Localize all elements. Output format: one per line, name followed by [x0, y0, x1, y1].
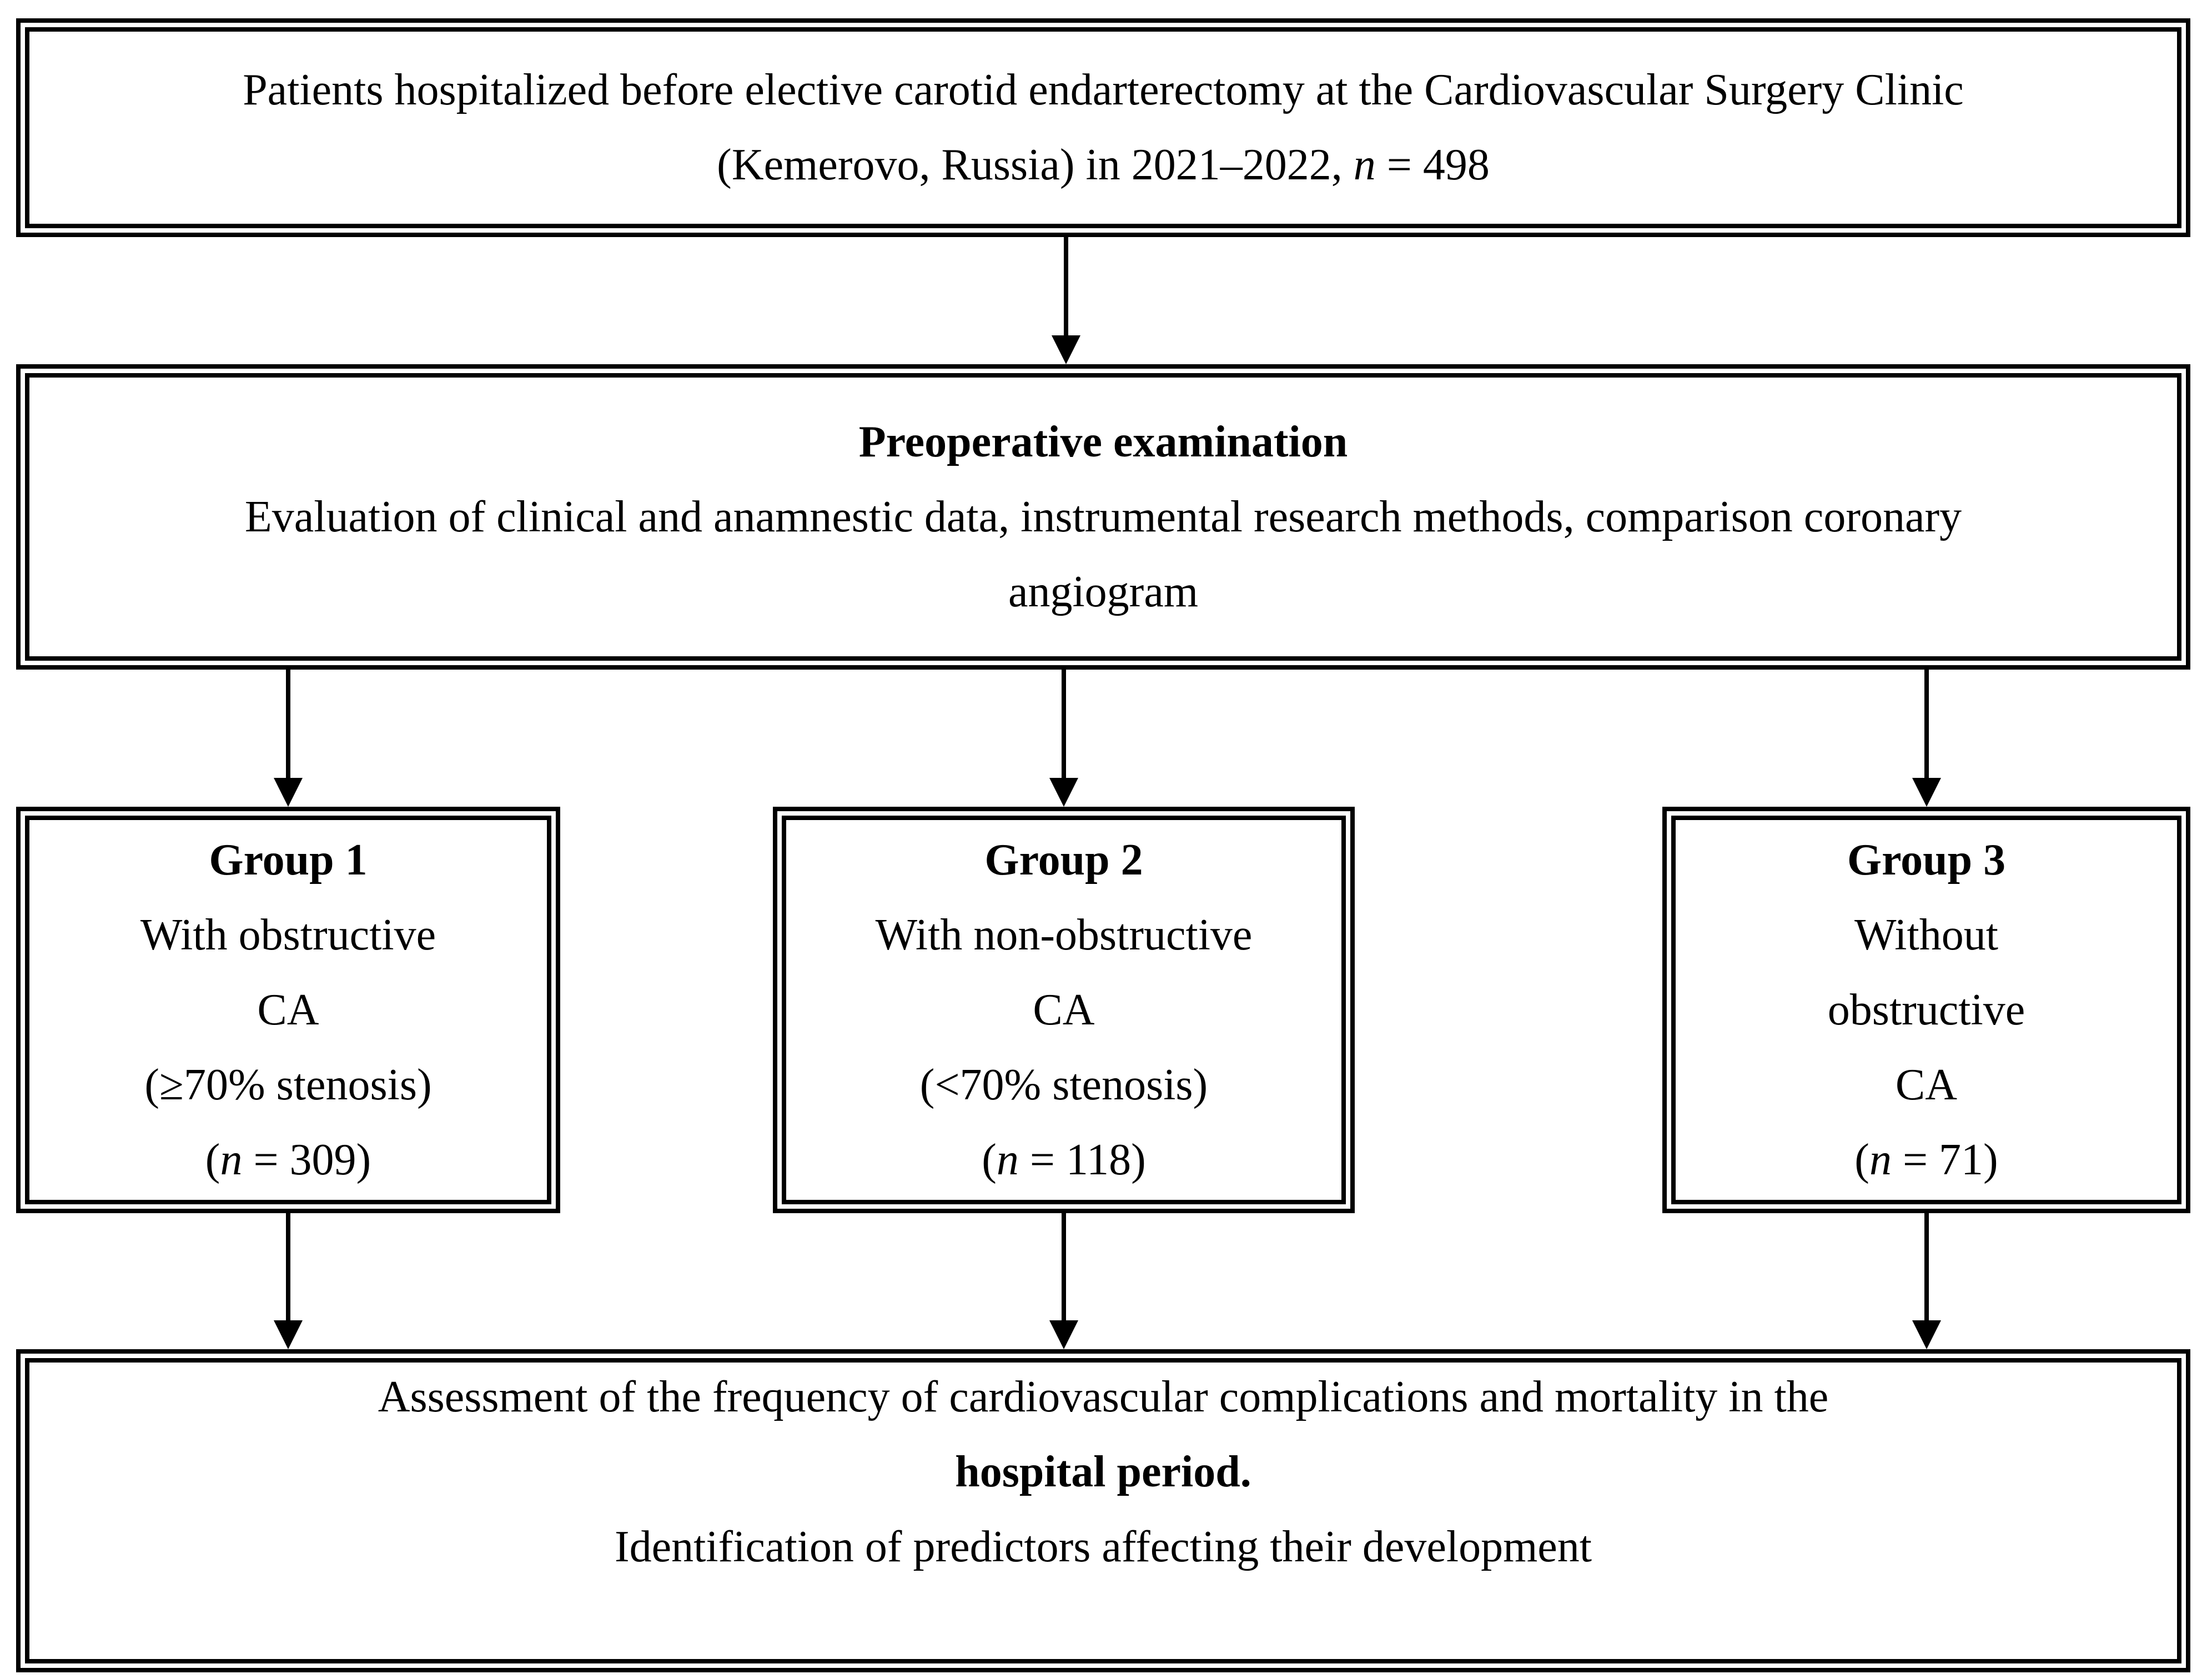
exam-body-line-1: Evaluation of clinical and anamnestic da… [244, 492, 1962, 541]
exam-body-line-2: angiogram [1008, 567, 1199, 616]
arrow-shaft [286, 670, 290, 779]
arrow-down [1049, 1213, 1078, 1349]
patients-n-value: = 498 [1375, 140, 1490, 189]
box-group-1: Group 1 With obstructive CA (≥70% stenos… [16, 807, 560, 1213]
arrow-head-icon [1049, 1320, 1078, 1349]
patients-line-2-text: (Kemerovo, Russia) in 2021–2022, [717, 140, 1354, 189]
group-2-line: (<70% stenosis) [919, 1060, 1208, 1109]
group-1-title: Group 1 [209, 835, 368, 884]
box-group-2: Group 2 With non-obstructive CA (<70% st… [773, 807, 1355, 1213]
box-assessment-content: Assessment of the frequency of cardiovas… [25, 1358, 2181, 1663]
group-3-n-value: = 71) [1891, 1135, 1998, 1184]
arrow-shaft [1064, 237, 1068, 336]
group-2-title: Group 2 [984, 835, 1143, 884]
assessment-line-3: Identification of predictors affecting t… [614, 1522, 1592, 1571]
group-1-line: (≥70% stenosis) [144, 1060, 432, 1109]
box-group-3: Group 3 Without obstructive CA (n = 71) [1662, 807, 2190, 1213]
arrow-head-icon [1049, 778, 1078, 807]
group-1-n-value: = 309) [242, 1135, 371, 1184]
arrow-head-icon [1912, 1320, 1941, 1349]
arrow-head-icon [1052, 335, 1080, 364]
box-group-1-content: Group 1 With obstructive CA (≥70% stenos… [25, 816, 551, 1204]
arrow-head-icon [274, 778, 303, 807]
arrow-down [274, 670, 303, 807]
group-1-line: CA [257, 985, 319, 1034]
group-3-title: Group 3 [1847, 835, 2006, 884]
arrow-shaft [1062, 670, 1066, 779]
n-symbol: n [996, 1135, 1019, 1184]
patients-line-1: Patients hospitalized before elective ca… [243, 66, 1964, 114]
arrow-shaft [1924, 670, 1929, 779]
arrow-shaft [286, 1213, 290, 1321]
patients-line-2: (Kemerovo, Russia) in 2021–2022, n = 498 [46, 128, 2160, 203]
group-1-line: With obstructive [140, 910, 436, 959]
exam-title: Preoperative examination [858, 417, 1348, 466]
group-3-line: CA [1895, 1060, 1958, 1109]
box-assessment: Assessment of the frequency of cardiovas… [16, 1349, 2190, 1672]
box-group-3-content: Group 3 Without obstructive CA (n = 71) [1671, 816, 2181, 1204]
arrow-down [1912, 1213, 1941, 1349]
n-symbol: n [220, 1135, 243, 1184]
assessment-line-2: hospital period. [955, 1447, 1251, 1496]
group-3-line: obstructive [1827, 985, 2025, 1034]
arrow-shaft [1924, 1213, 1929, 1321]
assessment-line-1: Assessment of the frequency of cardiovas… [378, 1372, 1829, 1421]
group-2-n-open: ( [982, 1135, 997, 1184]
arrow-down [1912, 670, 1941, 807]
n-symbol: n [1869, 1135, 1892, 1184]
group-3-n-line: (n = 71) [1692, 1123, 2160, 1198]
group-2-line: With non-obstructive [875, 910, 1253, 959]
group-2-line: CA [1033, 985, 1095, 1034]
group-2-n-value: = 118) [1018, 1135, 1146, 1184]
box-preoperative-examination: Preoperative examination Evaluation of c… [16, 364, 2190, 670]
arrow-head-icon [274, 1320, 303, 1349]
arrow-shaft [1062, 1213, 1066, 1321]
box-group-2-content: Group 2 With non-obstructive CA (<70% st… [782, 816, 1346, 1204]
box-patients-content: Patients hospitalized before elective ca… [25, 27, 2181, 228]
n-symbol: n [1353, 140, 1376, 189]
box-patients-hospitalized: Patients hospitalized before elective ca… [16, 18, 2190, 237]
arrow-down [1052, 237, 1080, 364]
group-1-n-line: (n = 309) [46, 1123, 530, 1198]
group-2-n-line: (n = 118) [803, 1123, 1325, 1198]
arrow-down [274, 1213, 303, 1349]
group-3-line: Without [1854, 910, 1998, 959]
box-exam-content: Preoperative examination Evaluation of c… [25, 373, 2181, 661]
arrow-head-icon [1912, 778, 1941, 807]
group-3-n-open: ( [1854, 1135, 1869, 1184]
group-1-n-open: ( [205, 1135, 220, 1184]
arrow-down [1049, 670, 1078, 807]
